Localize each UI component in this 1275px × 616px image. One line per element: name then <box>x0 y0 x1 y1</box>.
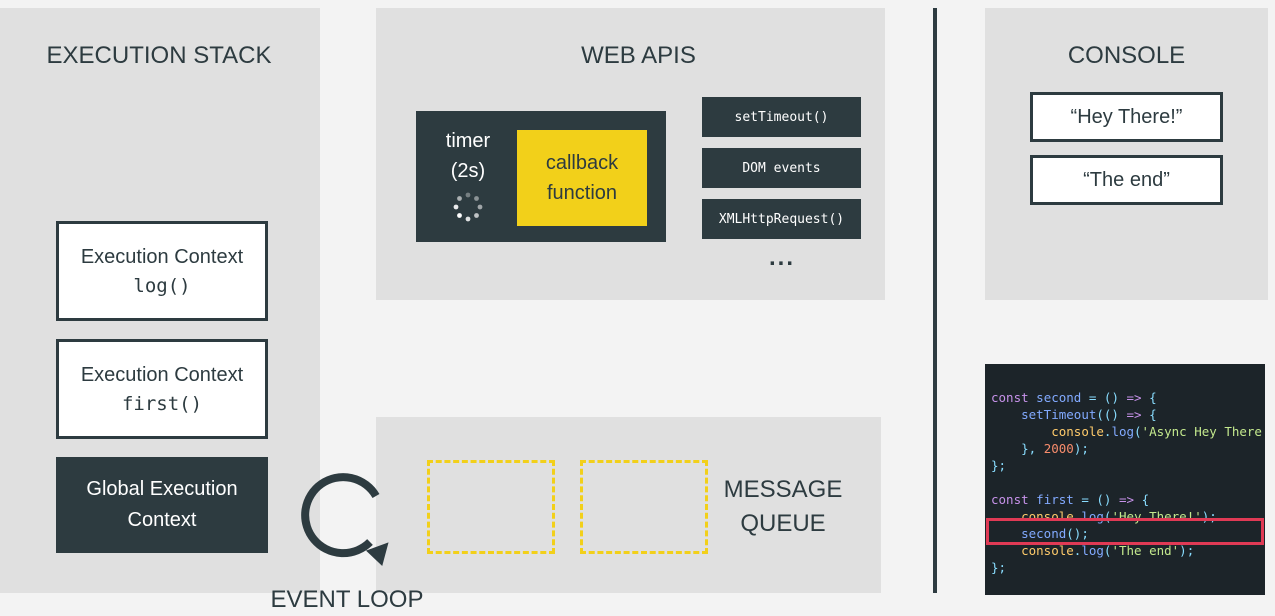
timer-label: timer <box>445 130 491 152</box>
vertical-divider <box>933 8 937 593</box>
code-editor: const second = () => { setTimeout(() => … <box>985 364 1265 595</box>
queue-slot-2 <box>580 460 708 554</box>
execution-stack-title: EXECUTION STACK <box>46 42 272 69</box>
global-context-line1: Global Execution <box>86 478 238 500</box>
callback-line2: function <box>546 182 618 204</box>
execution-context-first: Execution Context first() <box>56 339 268 439</box>
console-panel: CONSOLE <box>985 8 1268 300</box>
message-queue-line1: MESSAGE <box>723 476 843 503</box>
highlighted-code-line <box>986 518 1264 545</box>
code-line: }; <box>991 458 1007 473</box>
context-label: Execution Context <box>80 245 244 268</box>
queue-slot-1 <box>427 460 555 554</box>
message-queue-panel: MESSAGE QUEUE <box>376 417 881 593</box>
global-execution-context: Global Execution Context <box>56 457 268 553</box>
code-line: const second = () => { <box>991 390 1157 405</box>
code-line: }, 2000); <box>1021 441 1089 456</box>
code-line: console.log('Async Hey There!'); <box>1051 424 1265 439</box>
event-loop-label: EVENT LOOP <box>270 586 424 613</box>
web-apis-title: WEB APIS <box>581 42 696 69</box>
timer-duration: (2s) <box>450 160 486 182</box>
api-settimeout: setTimeout() <box>702 97 861 137</box>
global-context-line2: Context <box>127 509 197 531</box>
context-function: first() <box>121 392 203 415</box>
console-output-2: “The end” <box>1030 155 1223 205</box>
console-output-1: “Hey There!” <box>1030 92 1223 142</box>
callback-line1: callback <box>545 152 619 174</box>
context-function: log() <box>133 274 191 297</box>
message-queue-line2: QUEUE <box>740 510 826 537</box>
timer-box: timer (2s) callback function <box>416 111 666 242</box>
code-line: second(); <box>1021 526 1089 541</box>
code-line: }; <box>991 560 1007 575</box>
code-line: console.log('The end'); <box>1021 543 1195 558</box>
code-line: const first = () => { <box>991 492 1150 507</box>
event-loop-icon <box>301 473 389 566</box>
execution-context-log: Execution Context log() <box>56 221 268 321</box>
api-xmlhttprequest: XMLHttpRequest() <box>702 199 861 239</box>
context-label: Execution Context <box>80 363 244 386</box>
console-title: CONSOLE <box>1067 42 1186 69</box>
code-line: setTimeout(() => { <box>1021 407 1157 422</box>
loading-spinner-icon <box>453 192 483 222</box>
callback-function-box: callback function <box>517 130 647 226</box>
code-line <box>991 474 1265 491</box>
code-line <box>991 576 1265 593</box>
api-dom-events: DOM events <box>702 148 861 188</box>
code-line: first(); <box>991 593 1265 595</box>
api-more-ellipsis: ... <box>768 244 795 271</box>
message-queue-label: MESSAGE QUEUE <box>718 473 848 541</box>
